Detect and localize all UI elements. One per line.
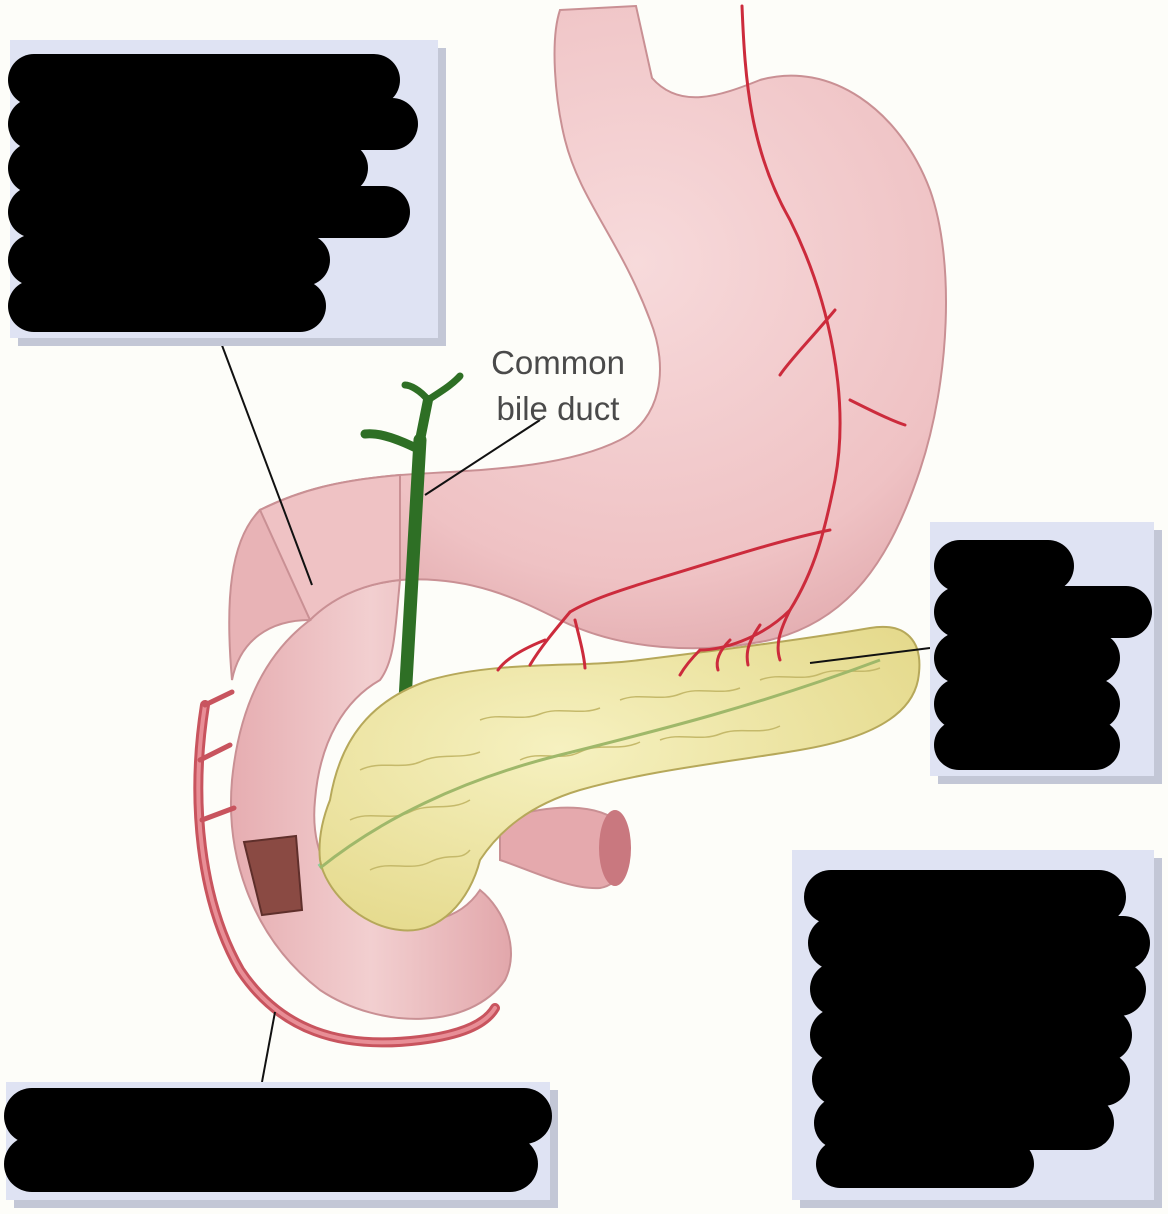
redacted-label-line	[8, 142, 368, 194]
pancreatic-duct	[319, 658, 881, 870]
label-box-bottom-left	[4, 1082, 552, 1200]
redacted-label-line	[934, 586, 1152, 638]
gastric-arteries	[496, 4, 907, 677]
leader-line-bottom-left	[261, 1011, 276, 1083]
redacted-label-line	[8, 98, 418, 150]
label-box-right	[930, 522, 1154, 776]
common-bile-duct-label: Common bile duct	[491, 344, 625, 427]
redacted-label-line	[4, 1136, 538, 1192]
pancreas-lobules	[349, 667, 881, 871]
label-box-bottom-right	[792, 850, 1154, 1200]
redacted-label-line	[810, 962, 1146, 1016]
jejunum-lumen	[599, 810, 631, 886]
redacted-label-line	[8, 234, 330, 286]
redacted-label-line	[804, 870, 1126, 924]
redacted-label-line	[8, 186, 410, 238]
leader-line-top-left	[219, 339, 313, 586]
common-bile-duct	[360, 372, 464, 707]
redacted-label-line	[8, 54, 400, 106]
label-box-top-left	[8, 40, 438, 338]
leader-line-bile-duct	[424, 419, 541, 496]
redacted-label-line	[8, 280, 326, 332]
redacted-label-line	[934, 632, 1120, 684]
redacted-label-line	[808, 916, 1150, 970]
duodenum-cut-opening	[242, 834, 304, 917]
redacted-label-line	[934, 720, 1120, 770]
redacted-label-line	[4, 1088, 552, 1144]
pancreas	[318, 625, 921, 932]
redacted-label-line	[816, 1140, 1034, 1188]
leader-line-right	[809, 647, 931, 664]
duodenum-bend	[228, 508, 312, 681]
duodenal-artery	[193, 689, 500, 1048]
redacted-label-line	[934, 540, 1074, 592]
stomach	[258, 4, 947, 650]
